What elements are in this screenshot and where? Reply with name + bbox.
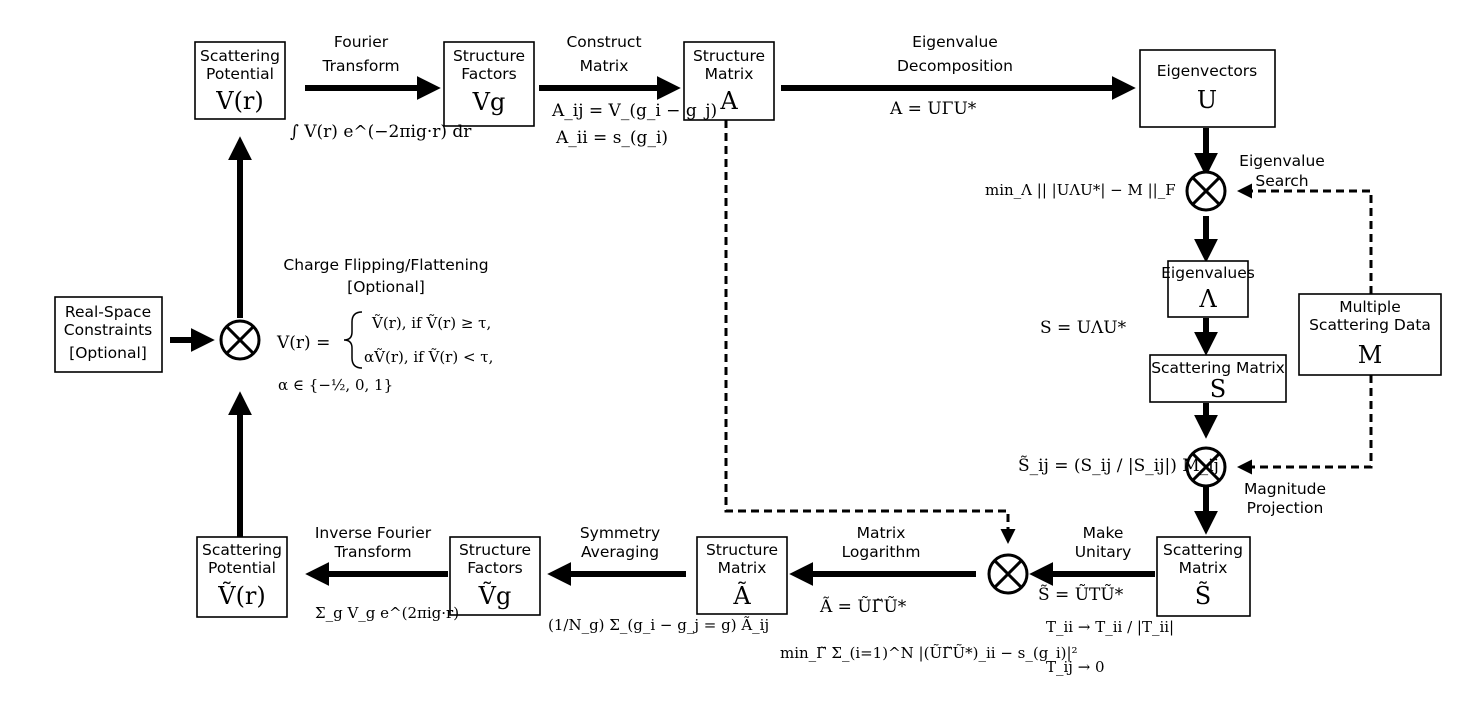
equation-s-tilde: S̃_ij = (S_ij / |S_ij|) M_ij <box>1018 456 1219 476</box>
equation-alpha: α ∈ {−½, 0, 1} <box>278 376 393 394</box>
label-inverse-fourier: Transform <box>333 543 411 561</box>
node-charge-flipping <box>219 319 261 361</box>
box-label: Factors <box>461 65 517 83</box>
equation-s-def: S = UΛU* <box>1040 318 1127 338</box>
box-label: Scattering <box>202 541 282 559</box>
box-eigenvalues: Eigenvalues Λ <box>1161 260 1255 318</box>
equation-eigen-min: min_Λ || |UΛU*| − M ||_F <box>985 181 1176 199</box>
equation-tii: T_ii → T_ii / |T_ii| <box>1046 618 1174 636</box>
box-eigenvectors: Eigenvectors U <box>1139 49 1276 128</box>
box-label: Structure <box>693 47 765 65</box>
equation-aii: A_ii = s_(g_i) <box>555 128 668 148</box>
box-label: Structure <box>453 47 525 65</box>
equation-inverse-ft: Σ_g V_g e^(2πig·r) <box>315 604 459 622</box>
equation-aij: A_ij = V_(g_i − g_j) <box>551 101 717 121</box>
label-construct: Matrix <box>580 57 629 75</box>
label-eigen-decomposition: Eigenvalue <box>912 33 998 51</box>
dashed-data-to-projection <box>1237 375 1373 475</box>
label-magnitude-projection: Projection <box>1247 499 1324 517</box>
label-magnitude-projection: Magnitude <box>1244 480 1326 498</box>
box-label: Factors <box>467 559 523 577</box>
box-label: Matrix <box>705 65 754 83</box>
box-symbol: S <box>1210 375 1226 403</box>
box-scattering-potential-top: Scattering Potential V(r) <box>194 41 286 120</box>
box-label: Multiple <box>1339 298 1401 316</box>
label-make-unitary: Unitary <box>1075 543 1132 561</box>
label-charge-flipping: Charge Flipping/Flattening <box>283 256 488 274</box>
box-multiple-scattering-data: Multiple Scattering Data M <box>1298 293 1442 376</box>
box-label: Potential <box>208 559 276 577</box>
box-structure-matrix-bottom: Structure Matrix Ã <box>696 536 788 615</box>
box-symbol: Ã <box>732 581 751 610</box>
box-label: Scattering <box>1163 541 1243 559</box>
box-structure-factors-top: Structure Factors Vg <box>443 41 535 127</box>
box-structure-matrix-top: Structure Matrix A <box>683 41 775 121</box>
box-symbol: M <box>1358 341 1383 369</box>
box-label: [Optional] <box>69 344 147 362</box>
label-fourier: Transform <box>321 57 399 75</box>
label-construct: Construct <box>566 33 641 51</box>
label-eigen-search: Search <box>1255 172 1308 190</box>
label-symmetry-averaging: Symmetry <box>580 524 660 542</box>
equation-a-tilde: Ã = ŨΓ̃Ũ* <box>819 596 907 617</box>
box-label: Structure <box>459 541 531 559</box>
box-symbol: V(r) <box>215 87 264 115</box>
equation-s-unitary: S̃ = ŨTŨ* <box>1038 584 1124 605</box>
equation-symmetry-average: (1/N_g) Σ_(g_i − g_j = g) Ã_ij <box>548 616 769 634</box>
equation-charge-case-2: αṼ(r), if Ṽ(r) < τ, <box>364 348 493 366</box>
node-magnitude-projection <box>1185 446 1227 488</box>
box-label: Real-Space <box>65 303 151 321</box>
brace-charge-cases <box>343 311 363 369</box>
label-inverse-fourier: Inverse Fourier <box>315 524 432 542</box>
equation-tij: T_ij → 0 <box>1046 658 1105 676</box>
box-scattering-matrix-mid: Scattering Matrix S <box>1149 354 1287 403</box>
dashed-matrix-to-log <box>724 120 1016 544</box>
label-symmetry-averaging: Averaging <box>581 543 659 561</box>
box-symbol: Vg <box>472 88 506 116</box>
box-symbol: A <box>719 87 738 115</box>
box-label: Eigenvectors <box>1157 62 1258 80</box>
equation-charge-lhs: V(r) = <box>276 333 330 353</box>
box-label: Scattering Data <box>1309 316 1431 334</box>
box-symbol: Ṽ(r) <box>217 580 266 610</box>
node-eigenvalue-search <box>1185 170 1227 212</box>
box-symbol: S̃ <box>1195 582 1211 610</box>
box-label: Constraints <box>64 321 152 339</box>
node-matrix-logarithm <box>987 553 1029 595</box>
box-label: Scattering Matrix <box>1151 359 1285 377</box>
label-matrix-logarithm: Logarithm <box>842 543 921 561</box>
label-eigen-search: Eigenvalue <box>1239 152 1325 170</box>
equation-decomposition: A = UΓU* <box>889 99 977 119</box>
box-scattering-potential-bottom: Scattering Potential Ṽ(r) <box>196 536 288 618</box>
box-structure-factors-bottom: Structure Factors Ṽg <box>449 536 541 616</box>
box-label: Eigenvalues <box>1161 264 1255 282</box>
box-label: Matrix <box>718 559 767 577</box>
label-charge-flipping: [Optional] <box>347 278 425 296</box>
box-label: Matrix <box>1179 559 1228 577</box>
dashed-data-to-search <box>1237 183 1373 294</box>
box-scattering-matrix-bottom: Scattering Matrix S̃ <box>1156 536 1251 617</box>
equation-gamma-min: min_Γ̃ Σ_(i=1)^N |(ŨΓ̃Ũ*)_ii − s_(g_i)|² <box>780 644 1078 662</box>
label-matrix-logarithm: Matrix <box>857 524 906 542</box>
label-fourier: Fourier <box>334 33 389 51</box>
box-label: Potential <box>206 65 274 83</box>
equation-charge-case-1: Ṽ(r), if Ṽ(r) ≥ τ, <box>371 314 491 332</box>
box-symbol: U <box>1197 86 1217 114</box>
equation-fourier-integral: ∫ V(r) e^(−2πig·r) dr <box>290 122 472 142</box>
box-label: Structure <box>706 541 778 559</box>
label-make-unitary: Make <box>1083 524 1124 542</box>
box-symbol: Ṽg <box>478 580 512 610</box>
label-eigen-decomposition: Decomposition <box>897 57 1013 75</box>
box-symbol: Λ <box>1198 285 1217 313</box>
box-real-space-constraints: Real-Space Constraints [Optional] <box>54 296 163 373</box>
box-label: Scattering <box>200 47 280 65</box>
